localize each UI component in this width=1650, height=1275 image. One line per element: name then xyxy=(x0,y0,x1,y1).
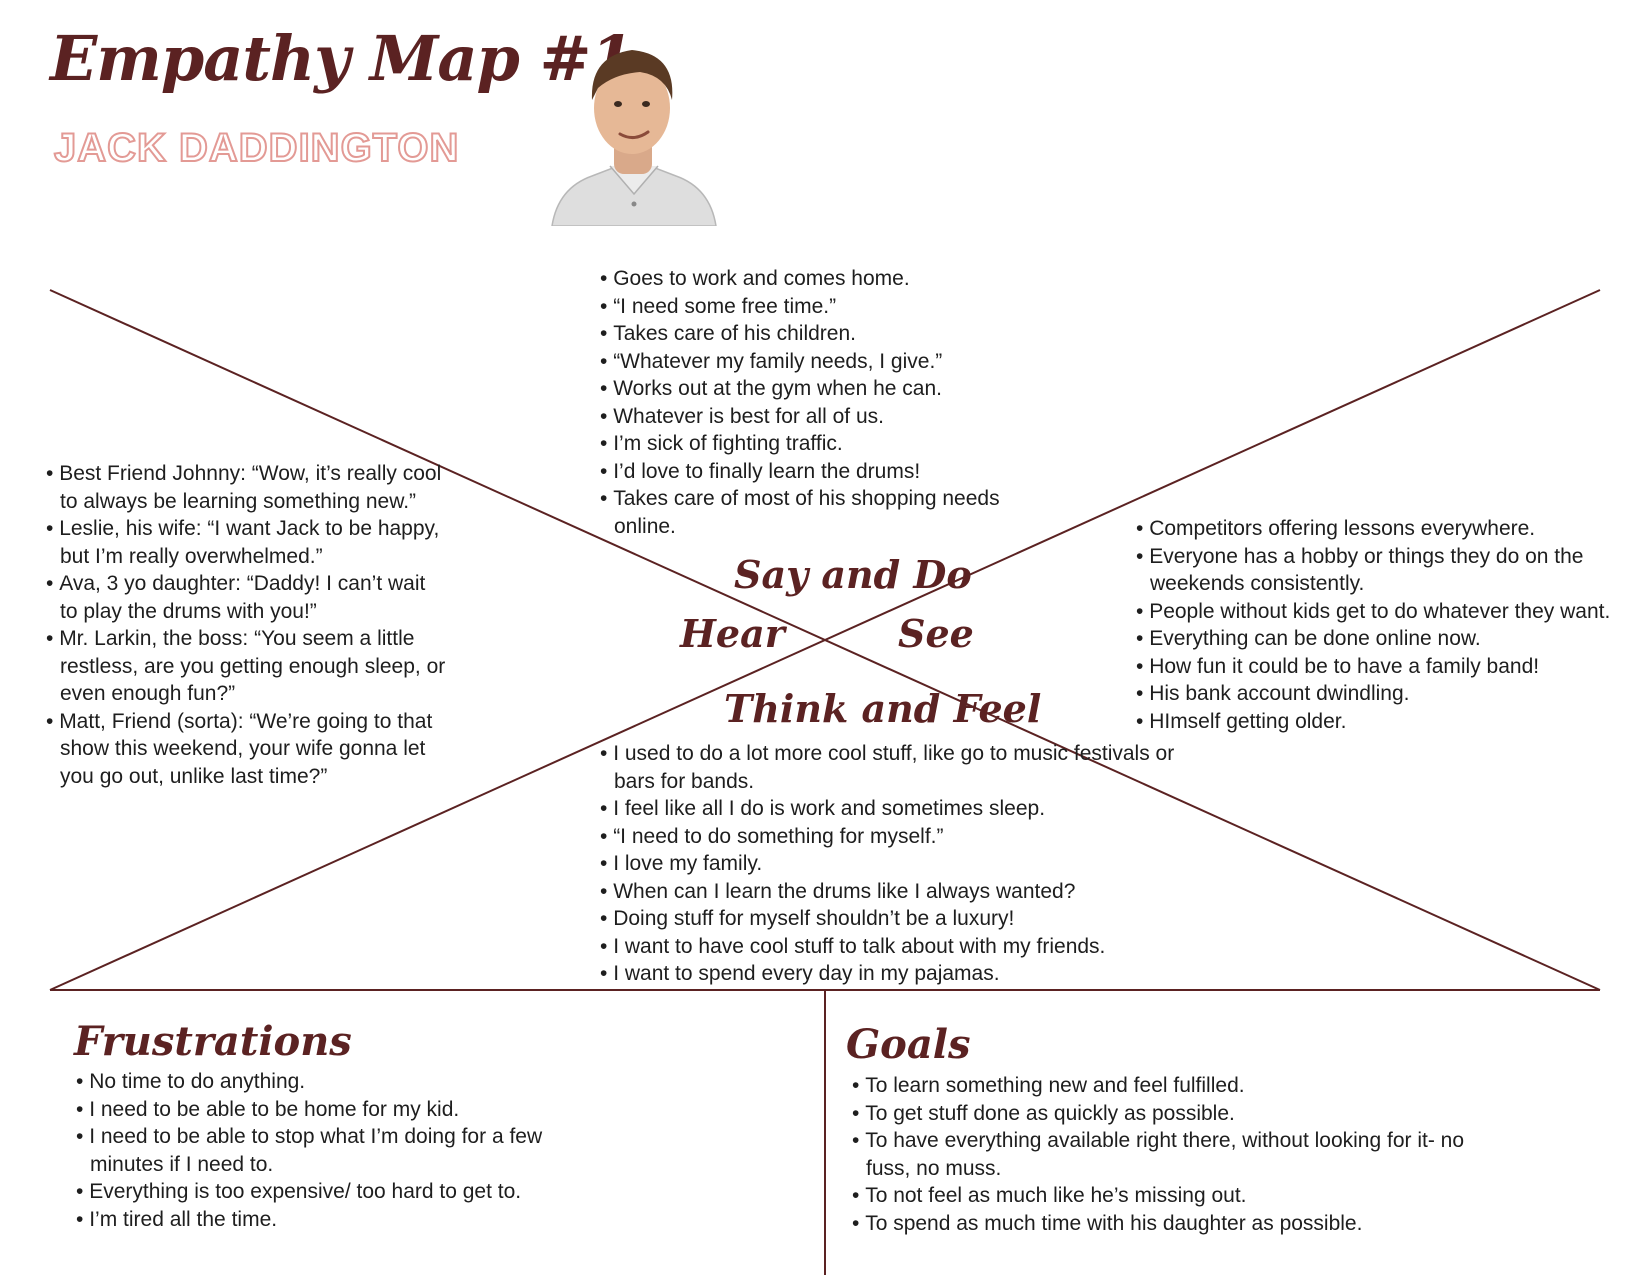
list-item: Matt, Friend (sorta): “We’re going to th… xyxy=(46,708,446,791)
list-item: I want to spend every day in my pajamas. xyxy=(600,960,1180,988)
list-item: Whatever is best for all of us. xyxy=(600,403,1040,431)
list-item: Best Friend Johnny: “Wow, it’s really co… xyxy=(46,460,446,515)
hear-list: Best Friend Johnny: “Wow, it’s really co… xyxy=(46,460,446,790)
list-item: I’m tired all the time. xyxy=(76,1206,616,1234)
list-item: HImself getting older. xyxy=(1136,708,1630,736)
list-item: Mr. Larkin, the boss: “You seem a little… xyxy=(46,625,446,708)
think-and-feel-list: I used to do a lot more cool stuff, like… xyxy=(600,740,1180,988)
list-item: Ava, 3 yo daughter: “Daddy! I can’t wait… xyxy=(46,570,446,625)
list-item: “I need some free time.” xyxy=(600,293,1040,321)
goals-list: To learn something new and feel fulfille… xyxy=(852,1072,1472,1237)
list-item: To have everything available right there… xyxy=(852,1127,1472,1182)
list-item: Competitors offering lessons everywhere. xyxy=(1136,515,1630,543)
list-item: Works out at the gym when he can. xyxy=(600,375,1040,403)
list-item: I need to be able to stop what I’m doing… xyxy=(76,1123,616,1178)
goals-label: Goals xyxy=(846,1021,971,1068)
list-item: People without kids get to do whatever t… xyxy=(1136,598,1630,626)
list-item: Everything can be done online now. xyxy=(1136,625,1630,653)
list-item: I’d love to finally learn the drums! xyxy=(600,458,1040,486)
list-item: To not feel as much like he’s missing ou… xyxy=(852,1182,1472,1210)
list-item: No time to do anything. xyxy=(76,1068,616,1096)
list-item: Everyone has a hobby or things they do o… xyxy=(1136,543,1630,598)
think-and-feel-label: Think and Feel xyxy=(724,686,1042,731)
list-item: Takes care of most of his shopping needs… xyxy=(600,485,1040,540)
say-and-do-list: Goes to work and comes home. “I need som… xyxy=(600,265,1040,540)
list-item: I feel like all I do is work and sometim… xyxy=(600,795,1180,823)
man-portrait-icon xyxy=(551,50,717,226)
list-item: When can I learn the drums like I always… xyxy=(600,878,1180,906)
hear-label: Hear xyxy=(680,611,785,656)
list-item: To spend as much time with his daughter … xyxy=(852,1210,1472,1238)
see-list: Competitors offering lessons everywhere.… xyxy=(1136,515,1630,735)
list-item: “I need to do something for myself.” xyxy=(600,823,1180,851)
list-item: I need to be able to be home for my kid. xyxy=(76,1096,616,1124)
list-item: Doing stuff for myself shouldn’t be a lu… xyxy=(600,905,1180,933)
list-item: His bank account dwindling. xyxy=(1136,680,1630,708)
list-item: Goes to work and comes home. xyxy=(600,265,1040,293)
map-title: Empathy Map #1 xyxy=(50,22,634,95)
list-item: I’m sick of fighting traffic. xyxy=(600,430,1040,458)
list-item: “Whatever my family needs, I give.” xyxy=(600,348,1040,376)
frustrations-list: No time to do anything. I need to be abl… xyxy=(76,1068,616,1233)
list-item: Takes care of his children. xyxy=(600,320,1040,348)
see-label: See xyxy=(898,611,974,656)
list-item: I love my family. xyxy=(600,850,1180,878)
list-item: To get stuff done as quickly as possible… xyxy=(852,1100,1472,1128)
list-item: Everything is too expensive/ too hard to… xyxy=(76,1178,616,1206)
list-item: I want to have cool stuff to talk about … xyxy=(600,933,1180,961)
persona-name: JACK DADDINGTON xyxy=(53,126,460,170)
list-item: How fun it could be to have a family ban… xyxy=(1136,653,1630,681)
list-item: I used to do a lot more cool stuff, like… xyxy=(600,740,1180,795)
frustrations-label: Frustrations xyxy=(74,1018,352,1065)
say-and-do-label: Say and Do xyxy=(734,552,972,597)
list-item: Leslie, his wife: “I want Jack to be hap… xyxy=(46,515,446,570)
list-item: To learn something new and feel fulfille… xyxy=(852,1072,1472,1100)
